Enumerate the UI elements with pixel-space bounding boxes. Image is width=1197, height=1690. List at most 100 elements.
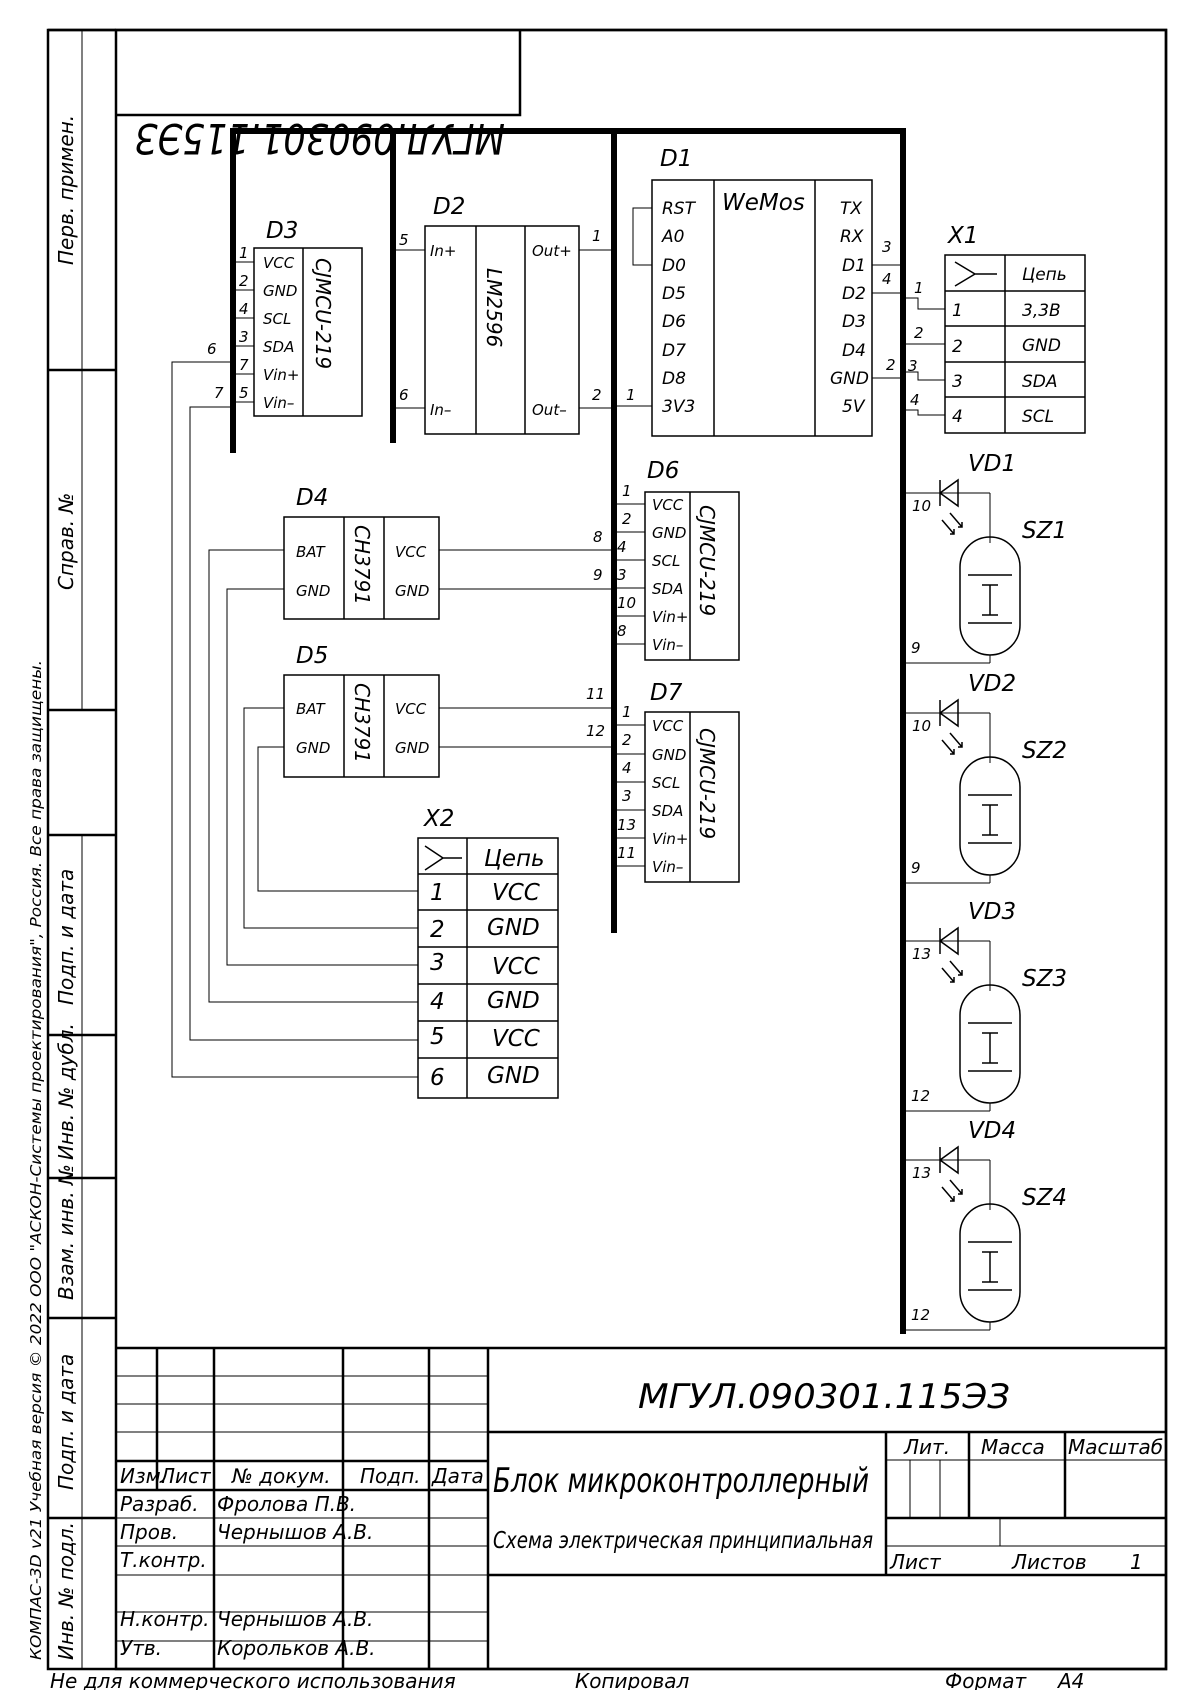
tb-role-prov: Пров.	[120, 1520, 178, 1544]
tb-name-prov: Чернышов А.В.	[217, 1520, 373, 1544]
sensor-icon	[959, 1203, 1021, 1323]
d1-pin-d7: D7	[662, 341, 686, 361]
d6-wire-6: 8	[617, 622, 627, 640]
d7-pin-4: SDA	[652, 802, 683, 820]
d6-wire-1: 1	[622, 482, 632, 500]
d4-wire-9: 9	[593, 566, 603, 584]
d5-name: CH3791	[350, 683, 374, 763]
x2-row4-num: 4	[430, 989, 445, 1015]
component-d1: D1 WeMos RST A0 D0 D5 D6 D7 D8 3V3 TX RX…	[614, 146, 903, 437]
x1-row4-net: SCL	[1022, 407, 1054, 427]
d4-pin-bat: BAT	[296, 543, 326, 561]
d6-ref: D6	[647, 458, 679, 484]
d3-left-wire-7: 7	[214, 384, 224, 402]
sz-wire-2: 9	[911, 859, 921, 877]
x2-row1-num: 1	[430, 880, 445, 906]
side-label-inv-dubl: Инв. № дубл.	[54, 1023, 78, 1160]
component-d6: D6 CJMCU-219 VCC GND SCL SDA Vin+ Vin– 1…	[614, 458, 740, 661]
led-icon	[938, 698, 963, 755]
led-icon	[938, 478, 963, 535]
vd-wire-3: 13	[912, 945, 931, 963]
sheet-frame	[46, 28, 1168, 1671]
d4-pin-vcc: VCC	[395, 543, 427, 561]
sz-ref-2: SZ2	[1022, 738, 1067, 764]
d2-pin-in-plus: In+	[430, 242, 457, 260]
x2-row5-num: 5	[430, 1024, 445, 1050]
tb-lit: Лит.	[903, 1435, 950, 1459]
x1-ref: X1	[947, 223, 978, 249]
d2-wire-in-plus: 5	[399, 231, 409, 249]
d5-wire-11: 11	[586, 685, 605, 703]
d1-pin-rst: RST	[662, 199, 697, 219]
d3-wire-1: 1	[239, 244, 249, 262]
d6-pin-5: Vin+	[652, 608, 689, 626]
d1-pin-d2: D2	[842, 284, 866, 304]
x2-ref: X2	[423, 806, 454, 832]
vd-wire-1: 10	[912, 497, 931, 515]
x1-row4-num: 4	[952, 407, 963, 427]
d1-ref: D1	[660, 146, 692, 172]
sz-ref-4: SZ4	[1022, 1185, 1067, 1211]
x1-header: Цепь	[1022, 265, 1067, 285]
tb-role-razrab: Разраб.	[120, 1492, 199, 1516]
x1-wire-1: 1	[914, 279, 924, 297]
sz-ref-1: SZ1	[1022, 518, 1067, 544]
d1-pin-d5: D5	[662, 284, 686, 304]
vd-wire-2: 10	[912, 717, 931, 735]
sz-wire-3: 12	[911, 1087, 930, 1105]
x2-row1-net: VCC	[492, 880, 540, 906]
copyright-text: КОМПАС-3D v21 Учебная версия © 2022 ООО …	[27, 660, 45, 1660]
x2-row6-net: GND	[487, 1063, 540, 1089]
x2-row5-net: VCC	[492, 1026, 540, 1052]
sensor-icon	[959, 756, 1021, 876]
tb-sheets: Листов	[1011, 1550, 1087, 1574]
side-label-podp-data-1: Подп. и дата	[54, 869, 78, 1005]
footer-format-value: А4	[1056, 1669, 1084, 1690]
x2-row3-num: 3	[430, 950, 445, 976]
tb-sheets-value: 1	[1130, 1550, 1143, 1574]
d7-pin-5: Vin+	[652, 830, 689, 848]
side-label-vzam-inv: Взам. инв. №	[54, 1164, 78, 1300]
tb-role-utv: Утв.	[120, 1636, 162, 1660]
d7-ref: D7	[650, 680, 683, 706]
d5-pin-gnd-out: GND	[395, 739, 429, 757]
vd-wire-4: 13	[912, 1164, 931, 1182]
tb-header-list: Лист	[159, 1464, 212, 1488]
d7-pin-3: SCL	[652, 774, 680, 792]
x2-row2-num: 2	[430, 917, 445, 943]
d5-ref: D5	[296, 643, 328, 669]
d1-pin-d4: D4	[842, 341, 866, 361]
d2-name: LM2596	[482, 268, 506, 347]
side-label-perv-primen: Перв. примен.	[54, 115, 78, 265]
d4-wire-8: 8	[593, 528, 603, 546]
d2-ref: D2	[433, 194, 465, 220]
tb-header-doc: № докум.	[231, 1464, 331, 1488]
tb-name-razrab: Фролова П.В.	[217, 1492, 356, 1516]
d3-wire-4: 3	[239, 328, 249, 346]
d4-name: CH3791	[350, 525, 374, 605]
d1-pin-tx: TX	[840, 199, 862, 219]
d4-pin-gnd-out: GND	[395, 582, 429, 600]
d7-wire-2: 2	[622, 731, 632, 749]
d6-pin-6: Vin–	[652, 636, 683, 654]
component-x2: X2 Цепь 1 VCC 2 GND 3 VCC 4 GND 5 VCC 6 …	[417, 806, 559, 1099]
sz-wire-1: 9	[911, 639, 921, 657]
x1-row1-net: 3,3В	[1022, 301, 1061, 321]
d6-pin-1: VCC	[652, 496, 684, 514]
d1-name: WeMos	[722, 190, 805, 216]
tb-role-tkontr: Т.контр.	[120, 1548, 207, 1572]
d6-name: CJMCU-219	[695, 505, 719, 616]
x2-row2-net: GND	[487, 915, 540, 941]
d7-wire-3: 4	[622, 759, 632, 777]
d1-pin-rx: RX	[840, 227, 864, 247]
side-label-podp-data-2: Подп. и дата	[54, 1354, 78, 1490]
sensor-icon	[959, 536, 1021, 656]
doc-code-mirrored: МГУЛ.090301.115ЭЗ	[135, 114, 505, 163]
d2-pin-in-minus: In–	[430, 401, 451, 419]
d3-pin-4: SDA	[263, 338, 294, 356]
d1-pin-3v3: 3V3	[662, 397, 695, 417]
d1-pin-5v: 5V	[842, 397, 866, 417]
d5-pin-gnd-in: GND	[296, 739, 330, 757]
